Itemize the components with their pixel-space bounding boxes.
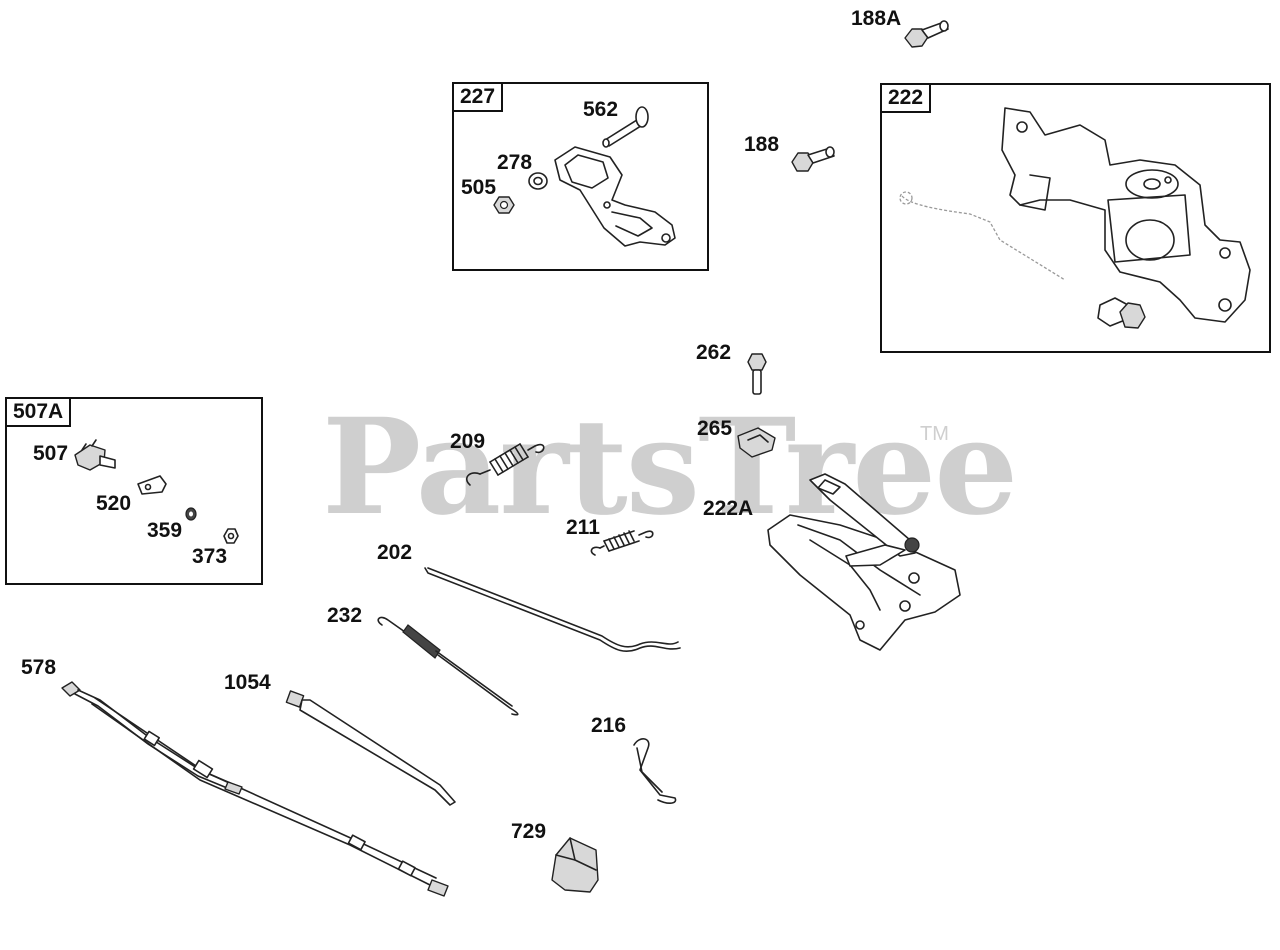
watermark-trademark: TM [920,423,949,445]
callout-222a[interactable]: 222A [703,497,754,520]
bolt-562-icon[interactable] [602,106,649,148]
plate-520-icon[interactable] [137,475,167,495]
group-box-227: 227 [452,82,709,271]
callout-729[interactable]: 729 [511,820,547,843]
group-tag-507a: 507A [5,397,72,427]
spring-209-icon[interactable] [465,443,545,486]
link-216-icon[interactable] [633,738,677,804]
switch-507-icon[interactable] [74,439,116,471]
callout-232[interactable]: 232 [327,604,363,627]
bolt-188a-icon[interactable] [904,20,949,48]
control-plate-222a-icon[interactable] [767,473,961,651]
callout-520[interactable]: 520 [96,492,132,515]
cable-tie-1054-icon[interactable] [285,690,456,806]
callout-188a[interactable]: 188A [851,7,902,30]
callout-507[interactable]: 507 [33,442,69,465]
callout-562[interactable]: 562 [583,98,619,121]
clip-265-icon[interactable] [737,427,776,458]
callout-278[interactable]: 278 [497,151,533,174]
callout-505[interactable]: 505 [461,176,497,199]
group-label-507a: 507A [13,400,64,423]
callout-202[interactable]: 202 [377,541,413,564]
cover-729-icon[interactable] [551,837,599,893]
callout-262[interactable]: 262 [696,341,732,364]
callout-359[interactable]: 359 [147,519,183,542]
rod-202-icon[interactable] [424,567,681,652]
group-tag-227: 227 [452,82,504,112]
washer-359-icon[interactable] [185,507,197,521]
callout-209[interactable]: 209 [450,430,486,453]
spring-rod-232-icon[interactable] [377,616,519,716]
callout-188[interactable]: 188 [744,133,780,156]
governor-bracket-222-icon[interactable] [899,107,1251,323]
callout-211[interactable]: 211 [566,516,600,539]
callout-373[interactable]: 373 [192,545,228,568]
group-label-227: 227 [460,85,496,108]
bolt-188-icon[interactable] [791,146,835,172]
group-label-222: 222 [888,86,924,109]
bracket-227-icon[interactable] [554,146,676,247]
callout-578[interactable]: 578 [21,656,57,679]
watermark-brand: PartsTree [322,390,1018,545]
callout-1054[interactable]: 1054 [224,671,271,694]
spring-211-icon[interactable] [590,530,654,556]
group-box-507a: 507A [5,397,263,585]
bolt-262-icon[interactable] [747,353,767,395]
cable-578-icon[interactable] [61,681,449,897]
nut-222-icon[interactable] [1097,297,1146,329]
callout-265[interactable]: 265 [697,417,733,440]
washer-278-icon[interactable] [528,172,548,190]
callout-216[interactable]: 216 [591,714,627,737]
group-tag-222: 222 [880,83,932,113]
nut-373-icon[interactable] [223,528,239,544]
nut-505-icon[interactable] [493,196,515,214]
group-box-222: 222 [880,83,1271,353]
